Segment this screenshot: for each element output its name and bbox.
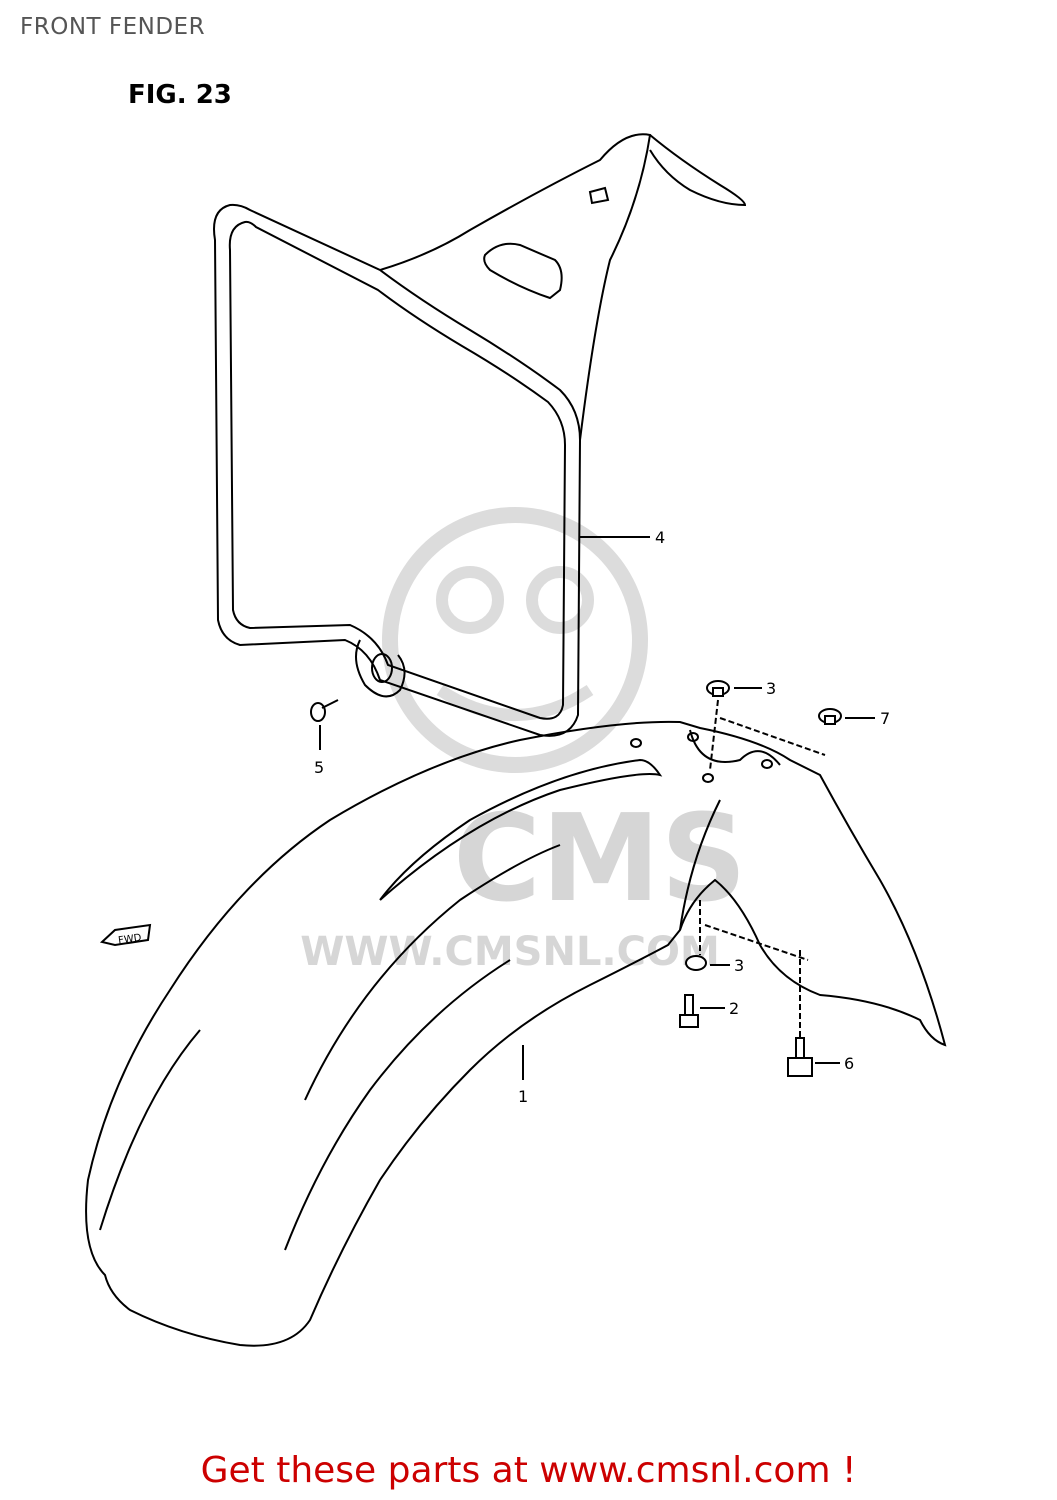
- callout-4: 4: [655, 528, 665, 547]
- figure-label: FIG. 23: [128, 80, 232, 110]
- callout-1: 1: [518, 1087, 528, 1106]
- fastener-5: [310, 699, 339, 750]
- watermark-brand: CMS: [453, 790, 747, 929]
- number-plate: [213, 133, 747, 737]
- fwd-label: FWD: [118, 932, 143, 946]
- fastener-7: [719, 708, 875, 756]
- callout-2: 2: [729, 999, 739, 1018]
- watermark-url: WWW.CMSNL.COM: [300, 929, 720, 975]
- watermark: CMS WWW.CMSNL.COM: [300, 507, 747, 975]
- callout-6: 6: [844, 1054, 854, 1073]
- fastener-3-lower: [685, 900, 730, 971]
- callout-7: 7: [880, 709, 890, 728]
- front-fender: [85, 720, 947, 1347]
- callout-5: 5: [314, 758, 324, 777]
- promo-link[interactable]: Get these parts at www.cmsnl.com !: [200, 1450, 857, 1491]
- fastener-2: [679, 994, 725, 1028]
- page-title: FRONT FENDER: [20, 14, 206, 40]
- callout-3-lower: 3: [734, 956, 744, 975]
- callout-3-upper: 3: [766, 679, 776, 698]
- arrow-left-icon: [99, 923, 152, 947]
- fastener-6: [787, 950, 840, 1077]
- fwd-marker: FWD: [99, 923, 152, 947]
- fastener-3-upper: [706, 680, 762, 771]
